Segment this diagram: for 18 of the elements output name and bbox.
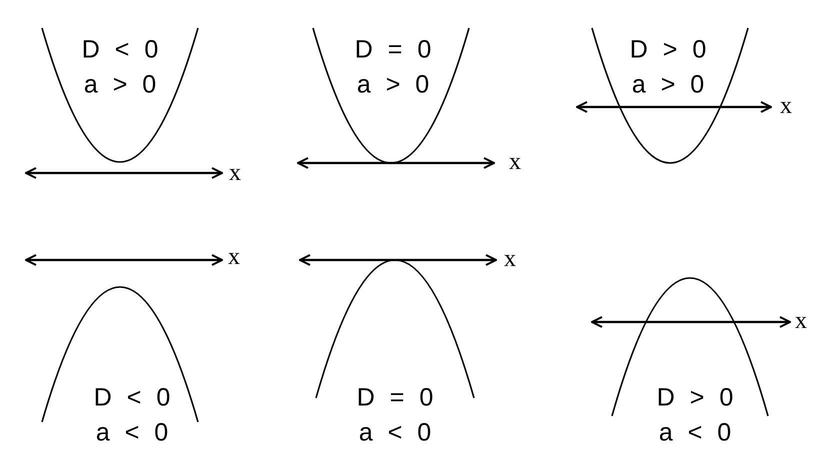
axis-label: x — [504, 247, 516, 271]
condition-label: D < 0 — [82, 38, 158, 62]
condition-label: D < 0 — [94, 386, 170, 410]
condition-label: a > 0 — [84, 72, 156, 98]
condition-label: a > 0 — [632, 72, 704, 98]
condition-label: a < 0 — [358, 420, 432, 446]
axis-label: x — [229, 161, 241, 185]
axis-label: x — [780, 94, 792, 118]
axis-label: x — [509, 150, 521, 174]
condition-label: D > 0 — [630, 38, 706, 62]
condition-label: D = 0 — [354, 38, 432, 62]
axis-label: x — [228, 245, 240, 269]
condition-label: D = 0 — [356, 386, 434, 410]
condition-label: a < 0 — [658, 420, 732, 446]
condition-label: a > 0 — [356, 72, 430, 98]
condition-label: a < 0 — [96, 420, 168, 446]
axis-label: x — [795, 309, 807, 333]
condition-label: D > 0 — [656, 386, 734, 410]
